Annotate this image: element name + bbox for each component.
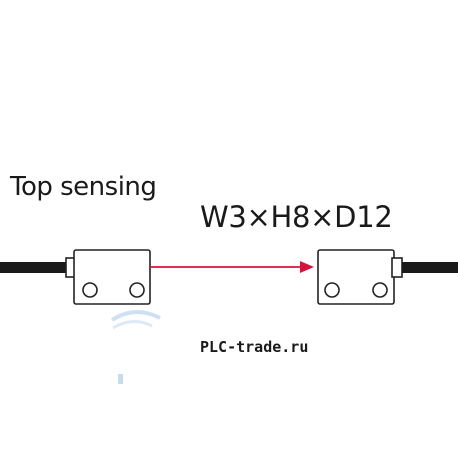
receiver-sensor [317,249,403,305]
beam-arrow [150,261,314,273]
watermark-text: PLC-trade.ru [200,338,309,356]
sensing-type-label: Top sensing [10,172,157,202]
left-cable [0,262,72,273]
dimensions-label: W3×H8×D12 [200,200,393,234]
emitter-sensor [65,249,151,305]
emitter-mount-hole-right [129,282,145,298]
receiver-mount-hole-left [324,282,340,298]
emitter-mount-hole-left [82,282,98,298]
right-cable [402,262,458,273]
receiver-mount-hole-right [372,282,388,298]
watermark-swirl [110,310,161,384]
